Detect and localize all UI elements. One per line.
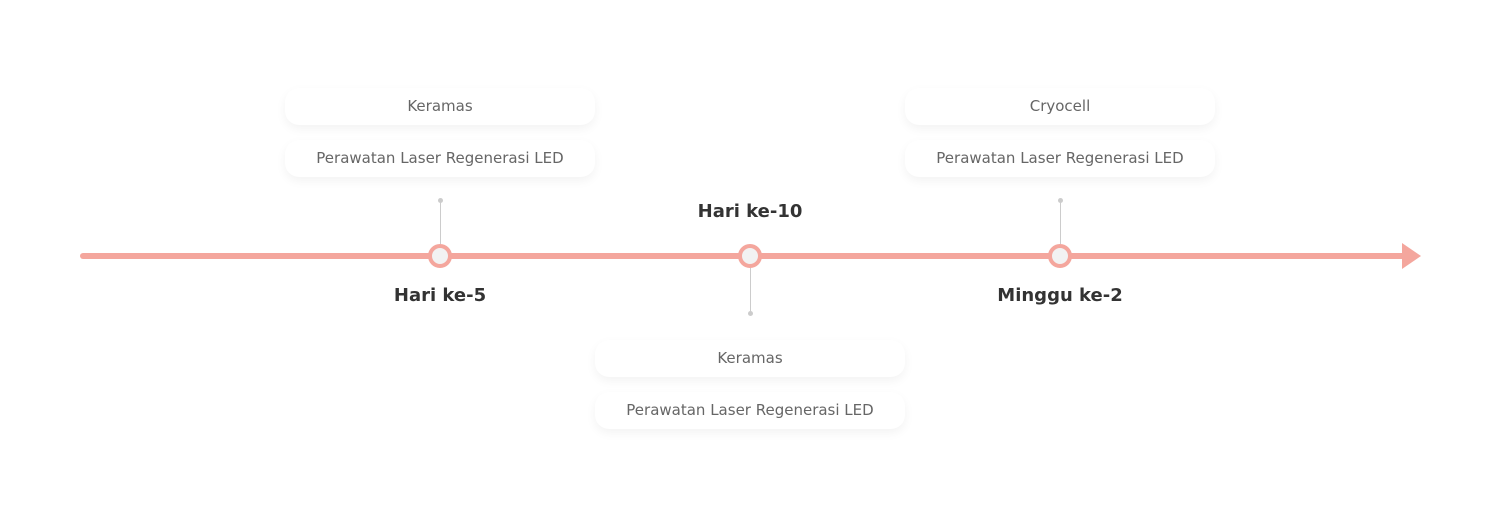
timeline-node xyxy=(738,244,762,268)
card-item: Cryocell xyxy=(905,88,1215,125)
connector-line xyxy=(440,200,441,244)
connector-line xyxy=(750,268,751,313)
connector-dot xyxy=(748,311,753,316)
card-item: Perawatan Laser Regenerasi LED xyxy=(905,140,1215,177)
milestone-label: Hari ke-5 xyxy=(393,285,487,306)
connector-line xyxy=(1060,200,1061,244)
card-item: Keramas xyxy=(285,88,595,125)
timeline-node xyxy=(1048,244,1072,268)
milestone-label: Hari ke-10 xyxy=(697,201,803,222)
milestone-label: Minggu ke-2 xyxy=(997,285,1123,306)
timeline-node xyxy=(428,244,452,268)
card-item: Perawatan Laser Regenerasi LED xyxy=(285,140,595,177)
arrow-head-icon xyxy=(1402,243,1421,269)
card-item: Perawatan Laser Regenerasi LED xyxy=(595,392,905,429)
card-item: Keramas xyxy=(595,340,905,377)
